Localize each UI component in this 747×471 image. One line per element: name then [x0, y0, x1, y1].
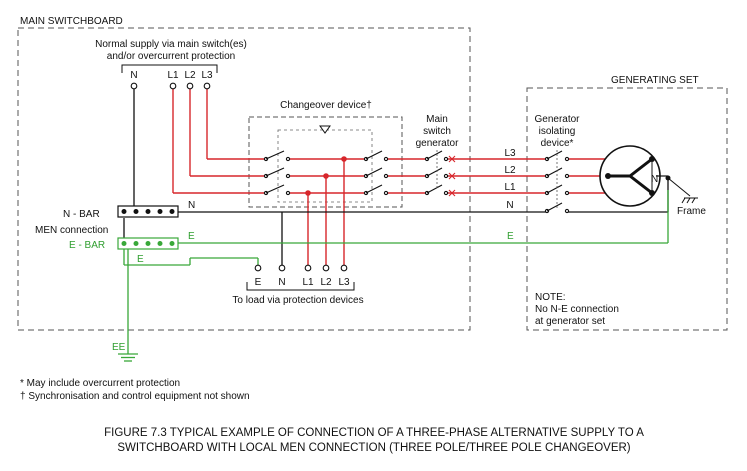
men-connection-label: MEN connection: [35, 225, 108, 236]
supply-bracket: [121, 64, 218, 73]
switch-contacts: [263, 150, 570, 214]
junction-l3: [341, 156, 347, 162]
footnote-2: † Synchronisation and control equipment …: [20, 391, 250, 402]
load-l2-label: L2: [320, 277, 332, 288]
supply-l3-label: L3: [201, 70, 213, 81]
note-line-3: at generator set: [535, 316, 605, 327]
e-bar-label: E - BAR: [69, 240, 105, 251]
n-bar-wire-label: N: [188, 200, 195, 211]
e-bar-terminals: [121, 241, 175, 246]
generator-n-label: N: [651, 174, 658, 185]
junction-l1: [305, 190, 311, 196]
frame-label: Frame: [677, 206, 706, 217]
frame-earth-icon: [681, 197, 698, 204]
normal-supply-label-1: Normal supply via main switch(es): [95, 39, 247, 50]
to-load-label: To load via protection devices: [232, 295, 363, 306]
supply-l2-label: L2: [184, 70, 196, 81]
changeover-label: Changeover device†: [280, 100, 372, 111]
note-line-2: No N-E connection: [535, 304, 619, 315]
normal-supply-label-2: and/or overcurrent protection: [107, 51, 235, 62]
main-switchboard-enclosure: [17, 27, 471, 331]
supply-l1-label: L1: [167, 70, 179, 81]
main-switch-label-1: Main: [426, 114, 448, 125]
changeover-device-enclosure: [248, 116, 403, 208]
phase-conductors: [172, 88, 608, 265]
load-l3-label: L3: [338, 277, 350, 288]
overcurrent-marks: [448, 155, 456, 197]
footnote-1: * May include overcurrent protection: [20, 378, 180, 389]
n-bar-label: N - BAR: [63, 209, 100, 220]
generating-set-enclosure: [526, 87, 728, 331]
e-load-wire-label: E: [137, 254, 144, 265]
load-n-label: N: [278, 277, 285, 288]
wire-l2-label: L2: [504, 165, 516, 176]
e-wire-gen-label: E: [507, 231, 514, 242]
changeover-triangle-icon: [319, 125, 331, 134]
generator-icon: [599, 145, 661, 207]
n-bar-terminals: [121, 209, 175, 214]
main-switch-label-3: generator: [416, 138, 459, 149]
load-l1-label: L1: [302, 277, 314, 288]
wire-n-label: N: [506, 200, 513, 211]
frame-lead: [667, 177, 691, 197]
figure-caption-line-1: FIGURE 7.3 TYPICAL EXAMPLE OF CONNECTION…: [104, 427, 644, 439]
gen-isolating-label-3: device*: [541, 138, 574, 149]
switch-linkages: [436, 150, 558, 210]
load-bracket: [246, 282, 355, 291]
earth-conductors: [118, 190, 669, 362]
gen-isolating-label-1: Generator: [534, 114, 580, 125]
main-switchboard-title: MAIN SWITCHBOARD: [20, 16, 123, 27]
figure-caption-line-2: SWITCHBOARD WITH LOCAL MEN CONNECTION (T…: [117, 442, 630, 454]
wire-l3-label: L3: [504, 148, 516, 159]
e-wire-label: E: [188, 231, 195, 242]
changeover-inner-dashed: [277, 129, 373, 203]
supply-n-label: N: [130, 70, 137, 81]
junction-l2: [323, 173, 329, 179]
load-terminals: [254, 264, 348, 272]
wire-l1-label: L1: [504, 182, 516, 193]
note-title: NOTE:: [535, 292, 566, 303]
load-e-label: E: [255, 277, 262, 288]
supply-terminals: [130, 82, 211, 90]
main-switch-label-2: switch: [423, 126, 451, 137]
ee-label: EE: [112, 342, 126, 353]
gen-isolating-label-2: isolating: [539, 126, 576, 137]
generating-set-title: GENERATING SET: [611, 75, 699, 86]
